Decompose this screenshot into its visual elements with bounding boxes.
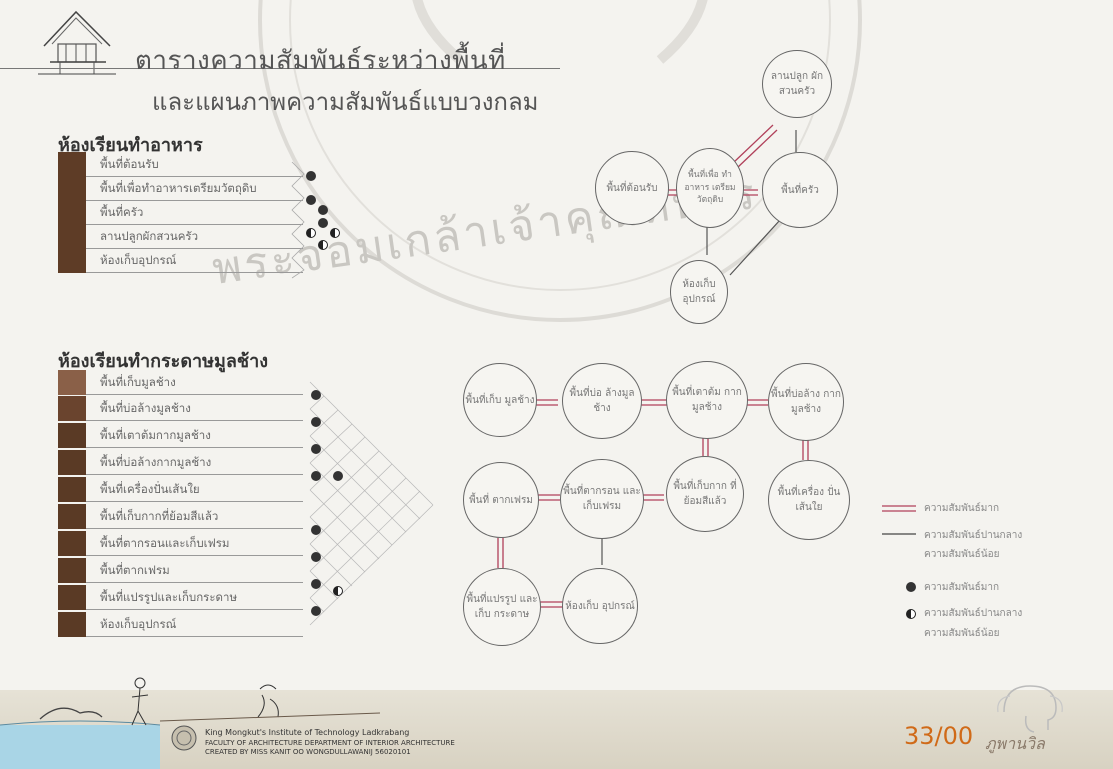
strong-relation-dot [311,552,321,562]
strong-relation-dot [306,171,316,181]
matrix-row: พื้นที่เพื่อทำอาหารเตรียมวัตถุดิบ [58,176,303,201]
bubble-paper-processing: พื้นที่แปรรูป และเก็บ กระดาษ [463,568,541,646]
matrix-row: ห้องเก็บอุปกรณ์ [58,612,303,637]
strong-relation-dot [311,471,321,481]
thai-house-icon [38,10,116,75]
bubble-kitchen: พื้นที่ครัว [762,152,838,228]
bubble-boil: พื้นที่เตาต้ม กากมูลช้าง [666,361,748,439]
legend-weak-dot-label: ความสัมพันธ์น้อย [924,628,1000,639]
legend-strong-line-label: ความสัมพันธ์มาก [924,503,999,514]
matrix-row: พื้นที่แปรรูปและเก็บกระดาษ [58,585,303,610]
medium-relation-dot [306,228,316,238]
bubble-residue-wash: พื้นที่บ่อล้าง กากมูลช้าง [768,363,844,441]
bubble-dung-storage: พื้นที่เก็บ มูลช้าง [463,363,537,437]
matrix-row: พื้นที่ครัว [58,200,303,225]
matrix-row: พื้นที่ตากรอนและเก็บเฟรม [58,531,303,556]
section-paper-title: ห้องเรียนทำกระดาษมูลช้าง [58,351,269,372]
medium-relation-dot [333,586,343,596]
bubble-storage: ห้องเก็บ อุปกรณ์ [670,260,728,324]
matrix-row: พื้นที่เตาต้มกากมูลช้าง [58,423,303,448]
matrix-row: พื้นที่ต้อนรับ [58,152,303,177]
legend-lines [882,505,916,535]
medium-relation-dot [318,240,328,250]
bubble-frame-store: พื้นที่ตากรอน และเก็บเฟรม [560,459,644,539]
legend-weak-line-label: ความสัมพันธ์น้อย [924,549,1000,560]
strong-relation-dot [311,444,321,454]
bubble-prep: พื้นที่เพื่อ ทำอาหาร เตรียม วัตถุดิบ [676,148,744,228]
matrix-grid-cooking [291,161,305,279]
kmitl-logo-icon [171,725,197,751]
legend-strong-dot-label: ความสัมพันธ์มาก [924,582,999,593]
bubble-equipment: ห้องเก็บ อุปกรณ์ [562,568,638,644]
matrix-row: พื้นที่ตากเฟรม [58,558,303,583]
section-cooking-title: ห้องเรียนทำอาหาร [58,135,203,156]
page-number: 33/00 [904,722,974,750]
matrix-row: พื้นที่เก็บมูลช้าง [58,370,303,395]
bubble-frame-dry: พื้นที่ ตากเฟรม [463,462,539,538]
strong-relation-dot [318,218,328,228]
legend-strong-dot [906,582,916,592]
matrix-row: พื้นที่บ่อล้างกากมูลช้าง [58,450,303,475]
matrix-row: ลานปลูกผักสวนครัว [58,224,303,249]
bubble-pulper: พื้นที่เครื่อง ปั่นเส้นใย [768,460,850,540]
title-underline [0,68,560,69]
signature: ภูพานวิล [985,734,1045,753]
strong-relation-dot [318,205,328,215]
matrix-row: พื้นที่เครื่องปั่นเส้นใย [58,477,303,502]
bubble-dung-wash: พื้นที่บ่อ ล้างมูลช้าง [562,363,642,439]
footer-credits: King Mongkut's Institute of Technology L… [205,728,455,757]
legend-medium-line-label: ความสัมพันธ์ปานกลาง [924,530,1023,541]
legend-medium-dot-label: ความสัมพันธ์ปานกลาง [924,608,1023,619]
strong-relation-dot [311,579,321,589]
matrix-row: พื้นที่เก็บกากที่ย้อมสีแล้ว [58,504,303,529]
strong-relation-dot [333,471,343,481]
strong-relation-dot [311,417,321,427]
strong-relation-dot [311,525,321,535]
page-title: ตารางความสัมพันธ์ระหว่างพื้นที่ [135,46,506,76]
matrix-row: พื้นที่บ่อล้างมูลช้าง [58,396,303,421]
strong-relation-dot [306,195,316,205]
matrix-grid-paper [309,381,434,626]
water-scene-illustration [0,677,380,769]
strong-relation-dot [311,390,321,400]
elephant-icon [997,685,1063,733]
bubble-dyed-residue: พื้นที่เก็บกาก ที่ย้อมสีแล้ว [666,456,744,532]
bubble-vegetable-garden: ลานปลูก ผักสวนครัว [762,50,832,118]
bubble-reception: พื้นที่ต้อนรับ [595,151,669,225]
page-subtitle: และแผนภาพความสัมพันธ์แบบวงกลม [152,88,539,116]
medium-relation-dot [330,228,340,238]
seal-watermark [258,0,862,322]
bubble-connectors-paper [497,399,809,608]
legend-medium-dot [906,609,916,619]
matrix-row: ห้องเก็บอุปกรณ์ [58,248,303,273]
strong-relation-dot [311,606,321,616]
